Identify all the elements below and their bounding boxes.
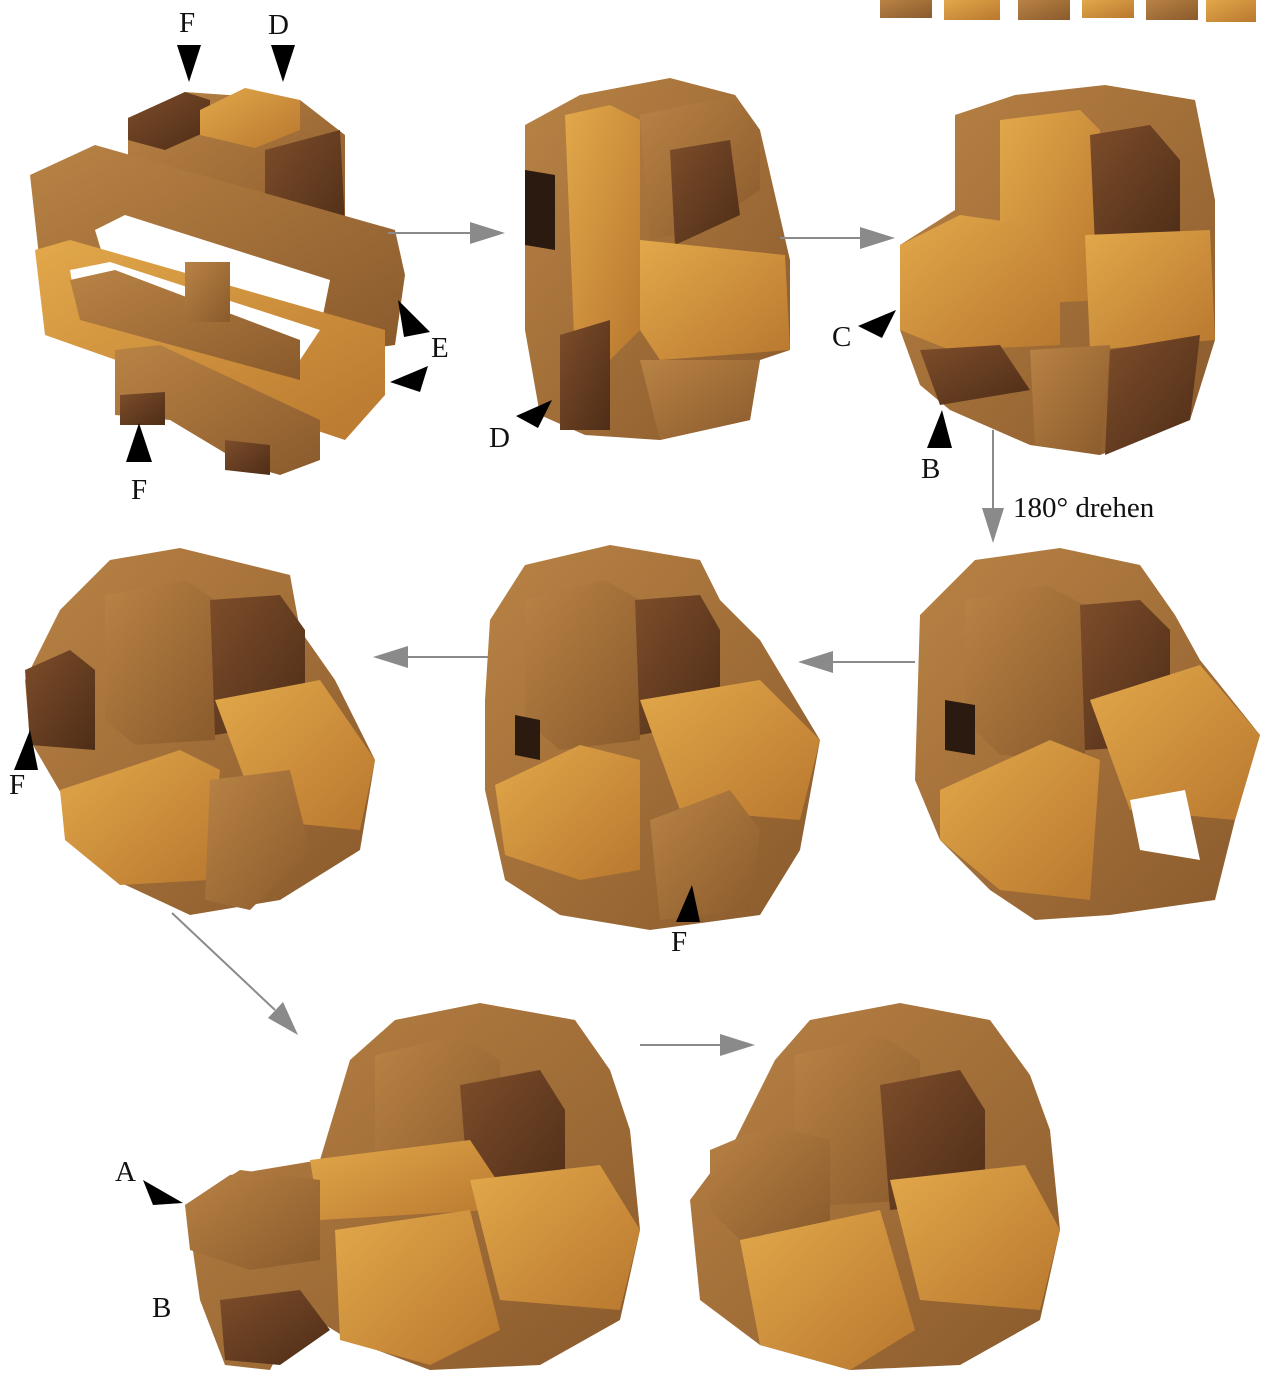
marker-c — [858, 310, 896, 338]
puzzle-step-8 — [690, 1003, 1060, 1370]
arrow-step7-to-step8 — [640, 1034, 755, 1056]
marker-b-mid — [927, 410, 952, 448]
puzzle-step-1 — [30, 88, 405, 475]
arrow-step5-to-step6 — [373, 646, 488, 668]
arrow-step3-to-step4 — [982, 430, 1004, 543]
marker-f-bottom — [126, 423, 152, 462]
arrow-step1-to-step2 — [388, 222, 505, 244]
arrow-step4-to-step5 — [798, 651, 915, 673]
puzzle-step-4 — [915, 548, 1260, 920]
label-f-center: F — [671, 928, 687, 957]
label-c: C — [832, 323, 851, 352]
marker-a — [143, 1180, 183, 1205]
marker-f-top — [177, 45, 201, 82]
arrow-step2-to-step3 — [780, 227, 895, 249]
marker-d-top — [271, 45, 295, 82]
label-rotate-180: 180° drehen — [1013, 494, 1154, 523]
arrow-step6-to-step7 — [172, 913, 298, 1035]
label-a: A — [115, 1158, 136, 1187]
puzzle-step-2 — [525, 78, 790, 440]
puzzle-step-7 — [185, 1003, 640, 1370]
label-b-mid: B — [921, 455, 940, 484]
label-d-mid: D — [489, 424, 510, 453]
puzzle-step-6 — [25, 548, 375, 915]
marker-e-lower — [390, 366, 428, 392]
label-d-top: D — [268, 11, 289, 40]
label-b-bottom: B — [152, 1294, 171, 1323]
puzzle-step-3 — [900, 85, 1215, 455]
label-f-left: F — [9, 771, 25, 800]
label-f-bottom: F — [131, 476, 147, 505]
marker-e-upper — [398, 300, 430, 337]
label-f-top: F — [179, 9, 195, 38]
label-e: E — [431, 334, 449, 363]
loose-pieces-strip — [880, 0, 1256, 22]
puzzle-step-5 — [485, 545, 820, 930]
